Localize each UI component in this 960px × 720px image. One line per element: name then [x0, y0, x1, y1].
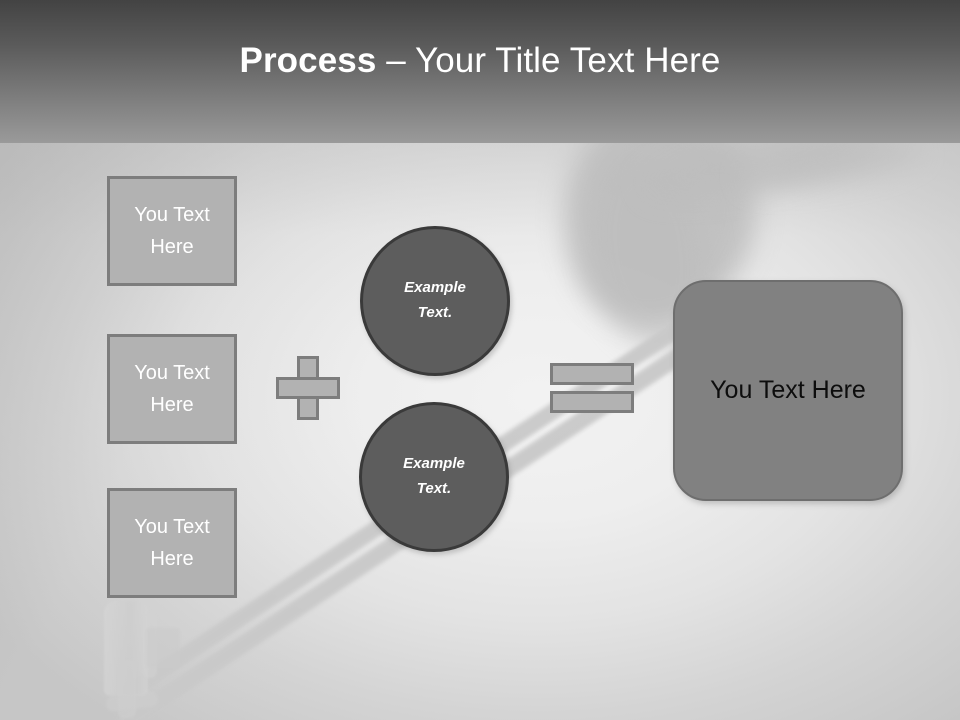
result-box[interactable]: You Text Here [673, 280, 903, 501]
page-title-rest: – Your Title Text Here [376, 40, 721, 80]
page-title: Process – Your Title Text Here [0, 0, 960, 143]
plus-icon-center-patch [300, 380, 316, 396]
input-box-2[interactable]: You Text Here [107, 334, 237, 444]
example-circle-2[interactable]: Example Text. [359, 402, 509, 552]
example-circle-1[interactable]: Example Text. [360, 226, 510, 376]
page-title-bold: Process [239, 40, 377, 80]
input-box-1[interactable]: You Text Here [107, 176, 237, 286]
title-bar: Process – Your Title Text Here [0, 0, 960, 143]
equals-icon-bottom-bar [550, 391, 634, 413]
equals-icon-top-bar [550, 363, 634, 385]
input-box-3[interactable]: You Text Here [107, 488, 237, 598]
plus-icon [276, 356, 340, 420]
equals-icon [550, 363, 634, 413]
